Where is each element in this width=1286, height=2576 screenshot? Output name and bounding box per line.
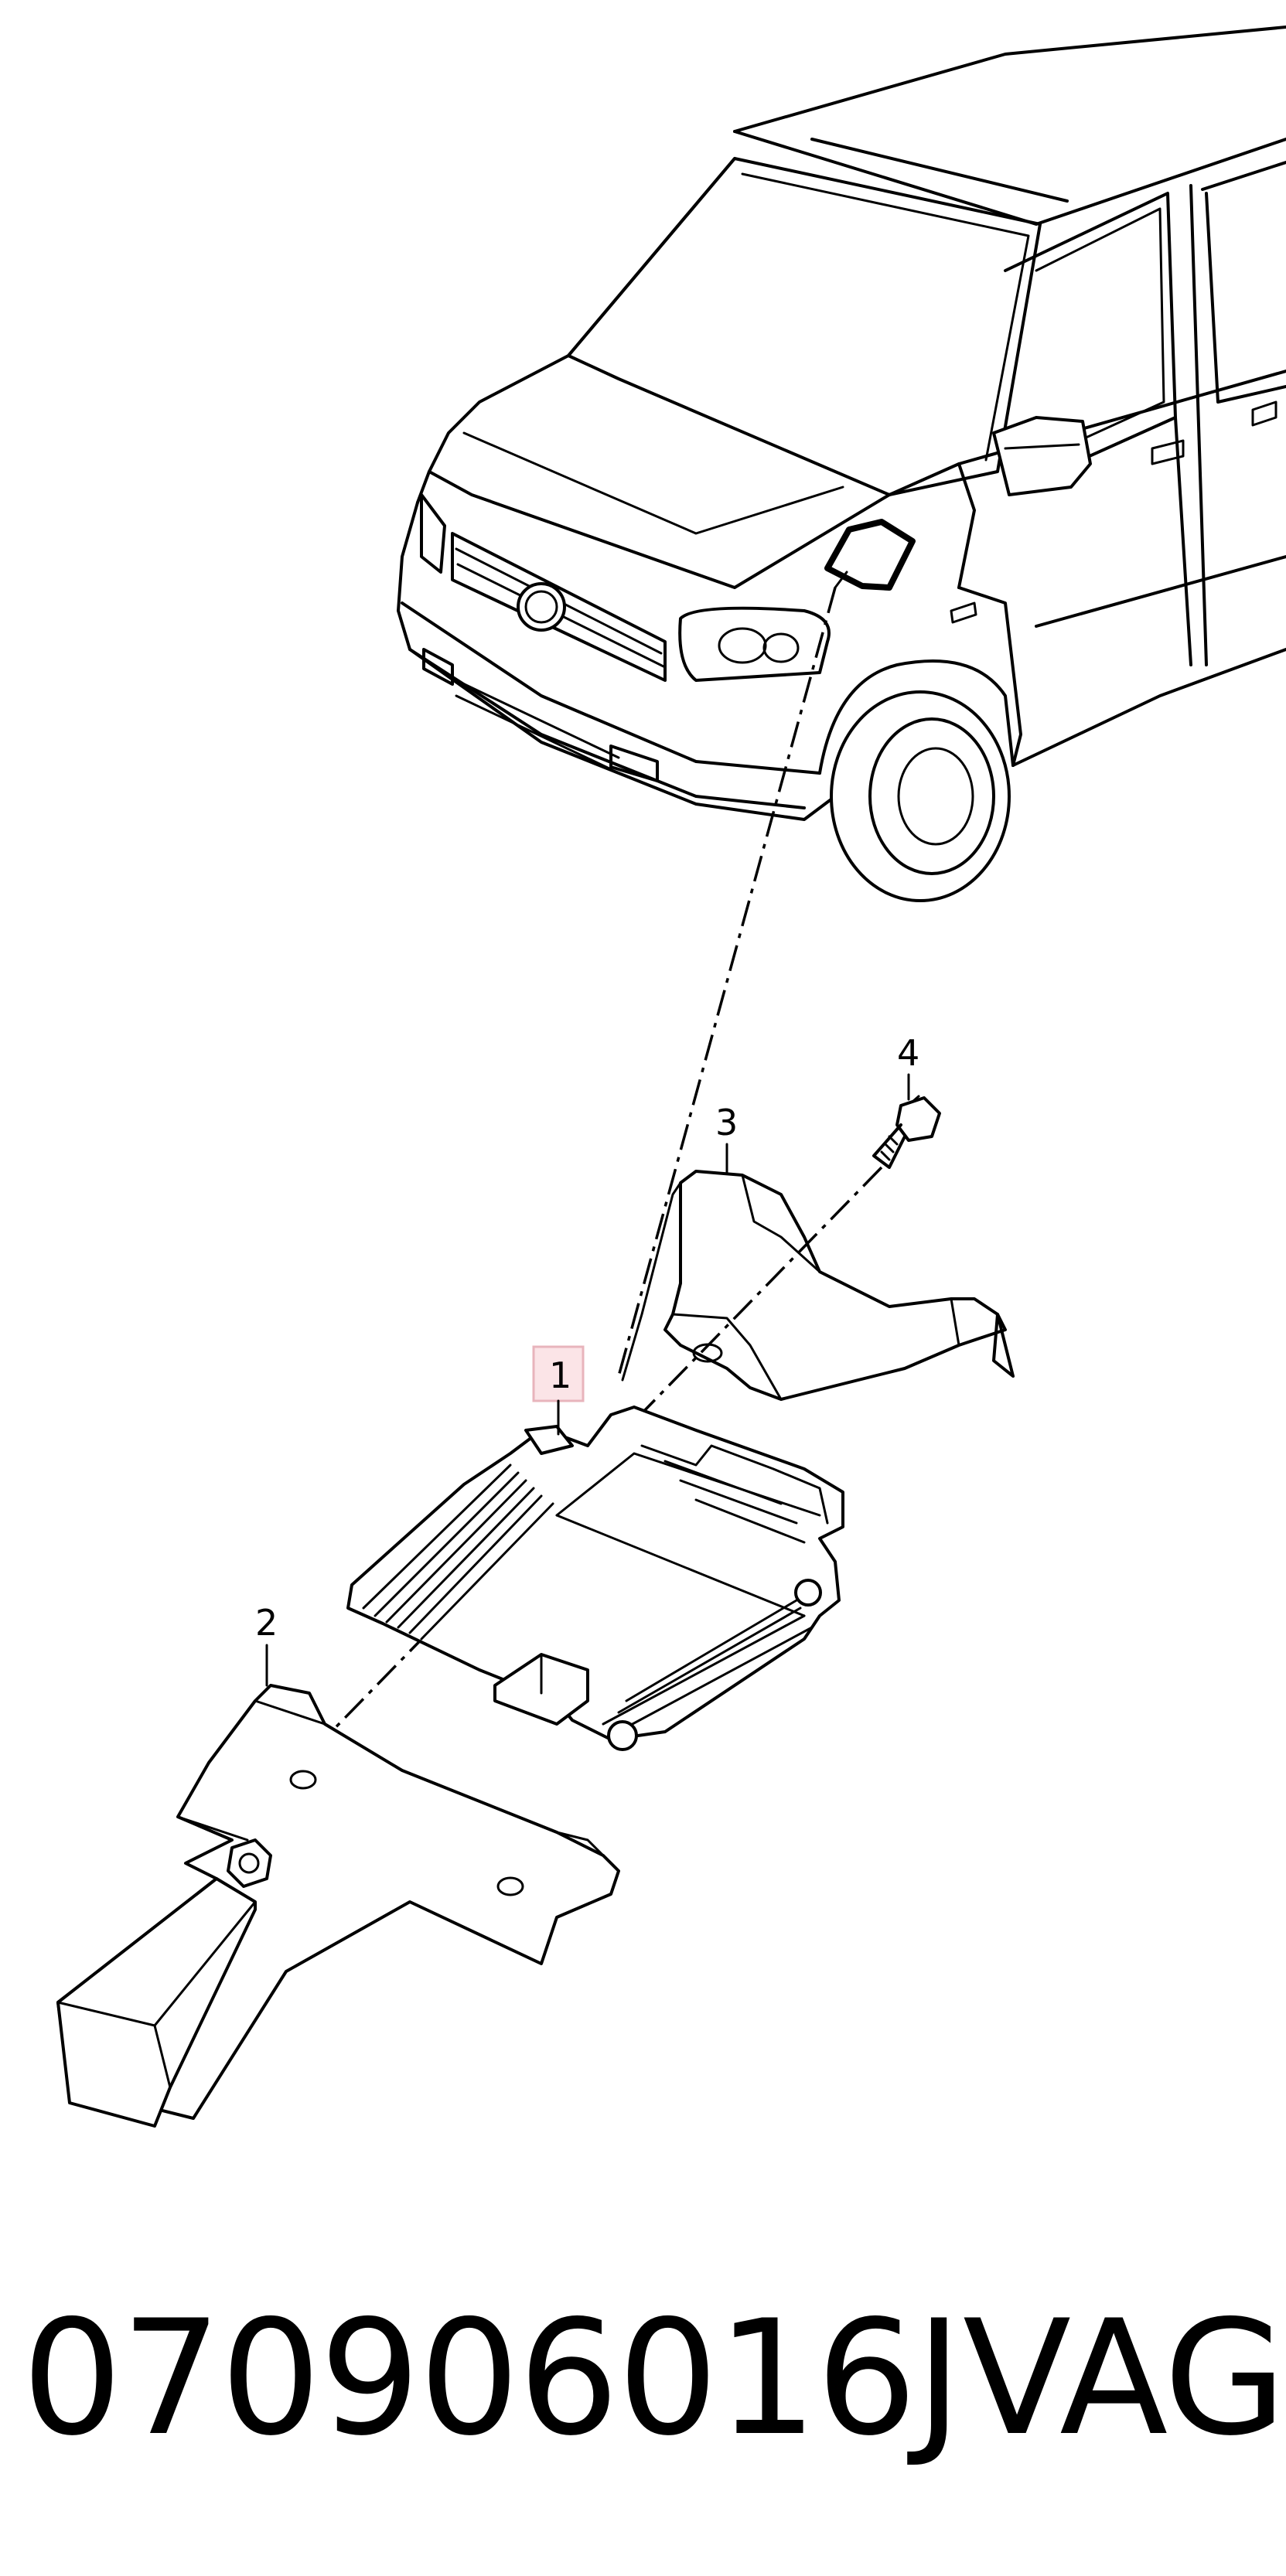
callout-3-label: 3: [715, 1102, 738, 1143]
callout-2[interactable]: 2: [255, 1602, 278, 1687]
callout-2-label: 2: [255, 1602, 278, 1644]
part-1-ecu: [346, 1406, 844, 1751]
part-4-screw: [872, 1095, 941, 1169]
callout-4-label: 4: [897, 1032, 919, 1074]
van-illustration: [397, 26, 1286, 902]
callout-1-highlight: [532, 1345, 585, 1402]
callout-4[interactable]: 4: [897, 1032, 919, 1101]
part-2-base-bracket: [56, 1684, 620, 2128]
brand-label: VAG: [963, 2287, 1286, 2471]
callout-1-label: 1: [549, 1354, 571, 1396]
callout-1[interactable]: 1: [532, 1345, 585, 1436]
callout-3[interactable]: 3: [715, 1102, 738, 1175]
part-3-bracket: [663, 1170, 1015, 1401]
location-leader-line: [617, 587, 837, 1377]
part-number-label: 070906016J: [22, 2287, 962, 2471]
